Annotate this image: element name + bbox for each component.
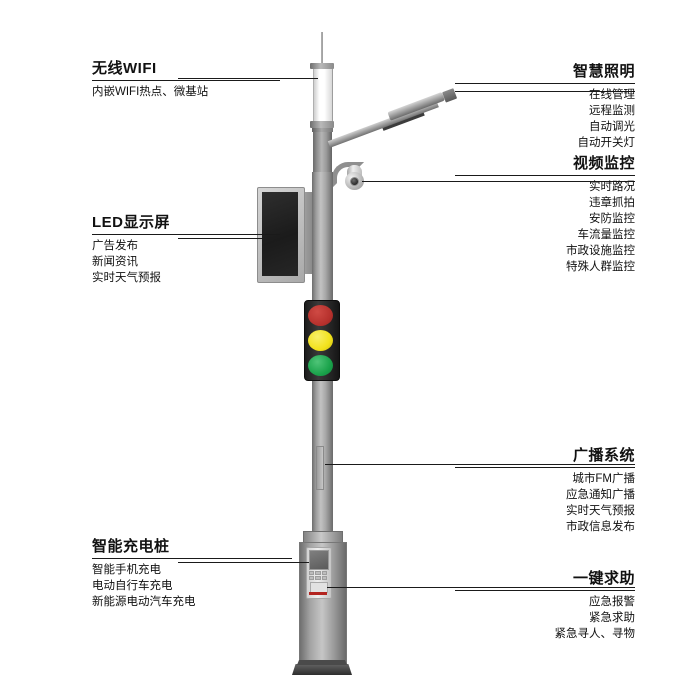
annotation-item: 安防监控: [589, 212, 635, 225]
mast-access-door: [316, 446, 324, 490]
leader-line-smart-lighting: [455, 91, 635, 92]
wifi-cylinder: [313, 69, 333, 121]
camera-bracket: [332, 162, 364, 188]
mast-upper-segment: [313, 128, 332, 172]
annotation-item: 电动自行车充电: [92, 580, 173, 593]
annotation-title: 智慧照明: [572, 63, 635, 80]
annotation-item: 城市FM广播: [572, 473, 635, 486]
annotation-rule: [455, 175, 635, 177]
led-display-surface: [262, 192, 298, 276]
keypad-key[interactable]: [309, 571, 315, 575]
annotation-rule: [455, 83, 635, 85]
annotation-item: 特殊人群监控: [566, 260, 635, 273]
leader-line-broadcast: [325, 464, 635, 465]
annotation-item: 市政设施监控: [566, 244, 635, 257]
annotation-item: 自动开关灯: [577, 136, 636, 149]
leader-line-one-key-help: [327, 587, 635, 588]
traffic-light-yellow-lamp: [308, 330, 333, 351]
traffic-light-red-lamp: [308, 305, 333, 326]
annotation-item: 实时路况: [589, 181, 635, 194]
annotation-led-screen: LED显示屏 广告发布 新闻资讯 实时天气预报: [92, 214, 280, 287]
charging-pillar-screen: [309, 550, 329, 570]
annotation-title: 广播系统: [572, 447, 635, 464]
leader-line-wifi: [178, 78, 318, 79]
annotation-rule: [455, 590, 635, 592]
annotation-item: 实时天气预报: [566, 504, 635, 517]
annotation-item: 智能手机充电: [92, 564, 161, 577]
wifi-cylinder-bottom-cap: [310, 121, 334, 128]
emergency-call-red-strip: [309, 592, 327, 595]
annotation-item: 市政信息发布: [566, 520, 635, 533]
keypad-key[interactable]: [315, 571, 321, 575]
annotation-item: 在线管理: [589, 89, 635, 102]
annotation-item: 应急通知广播: [566, 489, 635, 502]
annotation-item: 违章抓拍: [589, 197, 635, 210]
annotation-wifi: 无线WIFI 内嵌WIFI热点、微基站: [92, 60, 280, 101]
annotation-item: 应急报警: [589, 596, 635, 609]
annotation-one-key-help: 一键求助 应急报警 紧急求助 紧急寻人、寻物: [455, 570, 635, 643]
annotation-item: 实时天气预报: [92, 271, 161, 284]
annotation-item: 广告发布: [92, 240, 138, 253]
annotation-video-surveillance: 视频监控 实时路况 违章抓拍 安防监控 车流量监控 市政设施监控 特殊人群监控: [455, 155, 635, 275]
annotation-title: 无线WIFI: [92, 60, 157, 77]
wifi-cylinder-top-cap: [310, 63, 334, 69]
base-plate-shadow: [297, 660, 347, 665]
annotation-item: 新能源电动汽车充电: [92, 595, 196, 608]
annotation-item: 紧急寻人、寻物: [554, 627, 636, 640]
annotation-smart-lighting: 智慧照明 在线管理 远程监测 自动调光 自动开关灯: [455, 63, 635, 152]
annotation-rule: [92, 558, 292, 560]
traffic-light-green-lamp: [308, 355, 333, 376]
keypad-key[interactable]: [321, 571, 327, 575]
annotation-title: 一键求助: [572, 570, 635, 587]
annotation-rule: [92, 80, 280, 82]
leader-line-video-surveillance: [362, 181, 635, 182]
annotation-charging-pile: 智能充电桩 智能手机充电 电动自行车充电 新能源电动汽车充电: [92, 538, 292, 611]
annotation-rule: [455, 467, 635, 469]
annotation-title: 智能充电桩: [92, 538, 170, 555]
annotation-item: 内嵌WIFI热点、微基站: [92, 86, 209, 99]
antenna-rod: [321, 32, 323, 64]
leader-line-charging-pile: [178, 562, 309, 563]
keypad-key[interactable]: [309, 576, 315, 580]
annotation-title: 视频监控: [572, 155, 635, 172]
keypad-key[interactable]: [321, 576, 327, 580]
annotation-item: 远程监测: [589, 105, 635, 118]
base-plate: [292, 664, 352, 675]
annotation-item: 自动调光: [589, 120, 635, 133]
keypad-key[interactable]: [315, 576, 321, 580]
charging-pillar-keypad[interactable]: [309, 571, 327, 580]
annotation-title: LED显示屏: [92, 214, 171, 231]
leader-line-led-screen: [178, 238, 263, 239]
camera-lens-icon: [350, 177, 359, 186]
annotation-item: 新闻资讯: [92, 256, 138, 269]
annotation-item: 紧急求助: [589, 612, 635, 625]
annotation-item: 车流量监控: [577, 228, 636, 241]
annotation-broadcast-system: 广播系统 城市FM广播 应急通知广播 实时天气预报 市政信息发布: [455, 447, 635, 536]
annotation-rule: [92, 234, 280, 236]
mast-collar: [312, 128, 333, 132]
